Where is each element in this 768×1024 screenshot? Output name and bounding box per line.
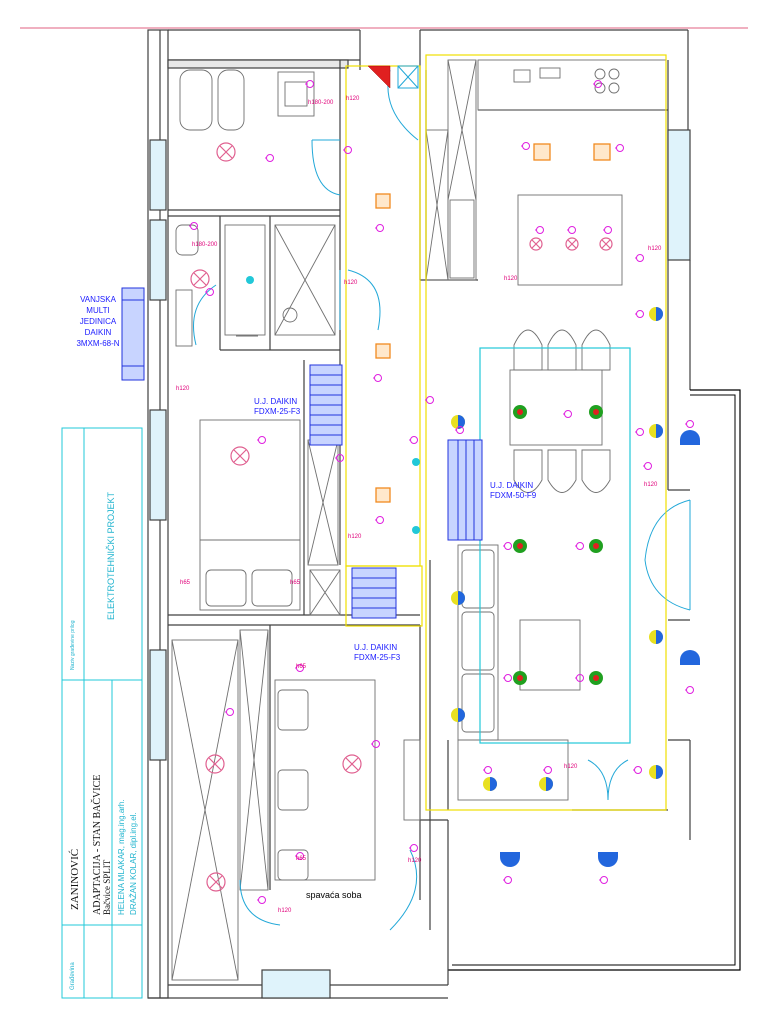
green-lights <box>513 405 603 685</box>
outdoor-unit-line-5: 3MXM-68-N <box>76 339 119 348</box>
socket-symbol <box>604 226 612 234</box>
socket-symbol <box>504 674 512 682</box>
socket-symbol <box>616 144 624 152</box>
socket-symbol <box>686 686 694 694</box>
outdoor-unit-label: VANJSKA MULTI JEDINICA DAIKIN 3MXM-68-N <box>76 295 119 348</box>
ac-units <box>121 287 483 619</box>
outdoor-unit-line-2: MULTI <box>86 306 109 315</box>
socket-symbol <box>634 766 642 774</box>
socket-symbol <box>504 542 512 550</box>
height-marks: h120 h180-200 h180-200 h120 h120 h120 h6… <box>176 96 662 914</box>
ac-unit-1-line-1: U.J. DAIKIN <box>254 397 297 406</box>
socket-symbol <box>374 374 382 382</box>
sensor-dots <box>246 276 420 534</box>
furniture <box>171 59 667 981</box>
ac-unit-1-line-2: FDXM-25-F3 <box>254 407 301 416</box>
ac-unit-2-line-2: FDXM-50-F9 <box>490 491 537 500</box>
height-mark: h120 <box>346 96 360 102</box>
zone-outlines <box>345 54 667 811</box>
socket-symbol <box>564 410 572 418</box>
socket-symbol <box>258 436 266 444</box>
socket-symbol <box>686 420 694 428</box>
red-marker <box>367 65 391 89</box>
height-mark: h120 <box>644 482 658 488</box>
socket-symbol <box>372 740 380 748</box>
outdoor-unit-line-1: VANJSKA <box>80 295 117 304</box>
socket-symbol <box>484 766 492 774</box>
socket-symbol <box>522 142 530 150</box>
title-main: ADAPTACIJA - STAN BAČVICE <box>91 775 103 915</box>
height-mark: h120 <box>504 276 518 282</box>
socket-symbol <box>504 876 512 884</box>
outdoor-unit-line-3: JEDINICA <box>80 317 117 326</box>
socket-symbol <box>568 226 576 234</box>
socket-symbol <box>594 80 602 88</box>
orange-lights <box>375 143 611 503</box>
title-block: ELEKTROTEHNIČKI PROJEKT Naziv građevine … <box>61 427 143 999</box>
title-designer-2: DRAŽAN KOLAR, dipl.ing.el. <box>129 812 138 915</box>
height-mark: h120 <box>348 534 362 540</box>
title-field-bottom: Građevina <box>70 962 76 990</box>
ceiling-lights <box>190 142 613 892</box>
socket-symbol <box>636 254 644 262</box>
socket-symbol <box>576 542 584 550</box>
height-mark: h180-200 <box>192 242 218 248</box>
socket-symbol <box>544 766 552 774</box>
title-client: ZANINOVIĆ <box>69 849 81 910</box>
room-label-bedroom: spavaća soba <box>306 890 362 900</box>
cyan-box-top <box>397 65 419 89</box>
socket-symbol <box>376 516 384 524</box>
socket-symbol <box>644 462 652 470</box>
height-mark: h65 <box>296 664 307 670</box>
height-mark: h120 <box>344 280 358 286</box>
walls <box>147 29 741 999</box>
socket-symbol <box>190 222 198 230</box>
title-designer-1: HELENA MLAKAR, mag.ing.arh. <box>117 799 126 915</box>
ac-unit-3-line-2: FDXM-25-F3 <box>354 653 401 662</box>
ac-unit-3-line-1: U.J. DAIKIN <box>354 643 397 652</box>
outdoor-unit-line-4: DAIKIN <box>85 328 112 337</box>
height-mark: h180-200 <box>308 100 334 106</box>
socket-symbol <box>600 876 608 884</box>
socket-symbol <box>426 396 434 404</box>
socket-symbol <box>410 844 418 852</box>
socket-symbol <box>266 154 274 162</box>
socket-symbol <box>376 224 384 232</box>
height-mark: h120 <box>176 386 190 392</box>
socket-symbol <box>636 428 644 436</box>
height-mark: h65 <box>296 856 307 862</box>
height-mark: h120 <box>564 764 578 770</box>
balcony-lights <box>500 430 700 867</box>
height-mark: h120 <box>278 908 292 914</box>
socket-symbol <box>536 226 544 234</box>
sockets-group <box>189 80 694 904</box>
title-location: Bačvice SPLIT <box>102 859 112 915</box>
socket-symbol <box>258 896 266 904</box>
title-project-type: ELEKTROTEHNIČKI PROJEKT <box>106 491 116 620</box>
title-field-top: Naziv građevine prilog <box>70 620 76 670</box>
socket-symbol <box>636 310 644 318</box>
height-mark: h120 <box>648 246 662 252</box>
height-mark: h65 <box>180 580 191 586</box>
socket-symbol <box>306 80 314 88</box>
height-mark: h120 <box>408 858 422 864</box>
height-mark: h65 <box>290 580 301 586</box>
wall-lights <box>451 307 663 791</box>
ac-unit-2-line-1: U.J. DAIKIN <box>490 481 533 490</box>
socket-symbol <box>226 708 234 716</box>
socket-symbol <box>410 436 418 444</box>
